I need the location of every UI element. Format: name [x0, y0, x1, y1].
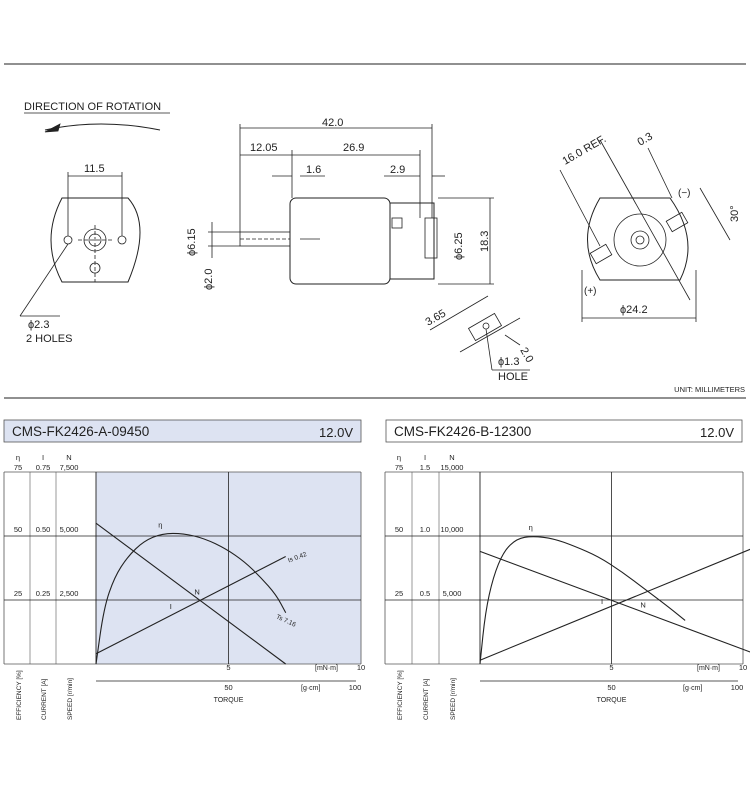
x-axis-label: TORQUE: [214, 697, 244, 704]
dim-shaft-dia-2: ϕ2.0: [203, 269, 215, 290]
x-tick-label: 50: [607, 683, 615, 692]
y-tick-label: 75: [395, 463, 403, 472]
y-tick-label: 5,000: [443, 589, 462, 598]
rotation-arrow-icon: [44, 123, 61, 133]
series-label-current: I: [601, 597, 603, 606]
x-unit-top: [mN·m]: [315, 665, 338, 672]
y-axis-label: EFFICIENCY [%]: [397, 670, 404, 720]
y-tick-label: 0.75: [36, 463, 51, 472]
chart-title: CMS-FK2426-B-12300: [394, 424, 531, 439]
y-tick-label: 25: [14, 589, 22, 598]
unit-label: UNIT: MILLIMETERS: [674, 385, 745, 394]
y-axis-label: CURRENT [A]: [423, 678, 430, 720]
dim-shaft-dia: ϕ6.15: [186, 228, 198, 256]
dim-2-0-terminal: 2.0: [517, 346, 535, 365]
chart-voltage: 12.0V: [319, 425, 353, 440]
dim-1-3: ϕ1.3: [498, 356, 519, 368]
plus-terminal-label: (+): [584, 286, 597, 297]
dim-boss-dia: ϕ6.25: [453, 232, 465, 260]
x-tick-label: 50: [224, 683, 232, 692]
dim-24-2: ϕ24.2: [620, 304, 648, 316]
y-tick-label: 50: [14, 525, 22, 534]
x-unit-bottom: [g·cm]: [683, 685, 703, 692]
dim-3-65: 3.65: [424, 307, 449, 328]
y-tick-label: 25: [395, 589, 403, 598]
series-line-speed: [95, 522, 287, 665]
y-axis-label: SPEED [r/min]: [450, 678, 457, 720]
dim-18-3: 18.3: [479, 231, 491, 252]
dim-16-ref: 16.0 REF.: [561, 133, 609, 168]
holes-label: 2 HOLES: [26, 333, 72, 345]
y-tick-label: 0.25: [36, 589, 51, 598]
y-axis-symbol: N: [449, 453, 454, 462]
y-tick-label: 50: [395, 525, 403, 534]
dim-0-3: 0.3: [636, 131, 655, 149]
y-axis-symbol: I: [424, 453, 426, 462]
x-unit-bottom: [g·cm]: [301, 685, 321, 692]
x-tick-label: 5: [609, 663, 613, 672]
dim-2-9: 2.9: [390, 164, 405, 176]
y-axis-symbol: I: [42, 453, 44, 462]
x-tick-label: 100: [349, 683, 362, 692]
chart-voltage: 12.0V: [700, 425, 734, 440]
y-tick-label: 2,500: [60, 589, 79, 598]
y-tick-label: 0.5: [420, 589, 430, 598]
series-line-current: [479, 548, 750, 661]
dim-11-5: 11.5: [84, 163, 105, 175]
y-tick-label: 10,000: [441, 525, 464, 534]
series-label-speed: N: [194, 588, 199, 597]
y-tick-label: 1.0: [420, 525, 430, 534]
chart-title: CMS-FK2426-A-09450: [12, 424, 149, 439]
y-tick-label: 1.5: [420, 463, 430, 472]
y-tick-label: 75: [14, 463, 22, 472]
y-tick-label: 0.50: [36, 525, 51, 534]
series-label-speed: N: [640, 600, 645, 609]
series-line-speed: [479, 550, 750, 653]
terminal-detail: [429, 295, 530, 371]
dim-12-05: 12.05: [250, 142, 278, 154]
x-tick-label: 10: [357, 663, 365, 672]
x-tick-label: 100: [731, 683, 744, 692]
hole-label: HOLE: [498, 371, 528, 383]
series-label-efficiency: η: [158, 520, 162, 529]
y-axis-symbol: η: [397, 453, 401, 462]
y-axis-symbol: N: [66, 453, 71, 462]
dim-1-6: 1.6: [306, 164, 321, 176]
y-axis-label: SPEED [r/min]: [67, 678, 74, 720]
y-axis-symbol: η: [16, 453, 20, 462]
series-line-efficiency: [95, 532, 287, 665]
rear-view: [559, 139, 731, 322]
direction-label: DIRECTION OF ROTATION: [24, 101, 161, 113]
chart-header: [3, 419, 362, 443]
front-view: [19, 172, 141, 317]
x-unit-top: [mN·m]: [697, 665, 720, 672]
dim-hole-dia: ϕ2.3: [28, 319, 49, 331]
x-tick-label: 5: [226, 663, 230, 672]
y-axis-label: EFFICIENCY [%]: [16, 670, 23, 720]
minus-terminal-label: (−): [678, 188, 691, 199]
series-label-current: I: [170, 602, 172, 611]
series-label-efficiency: η: [529, 523, 533, 532]
motor-drawing: DIRECTION OF ROTATION 11.5 ϕ2.3 2 HOLES: [19, 101, 745, 394]
y-axis-label: CURRENT [A]: [41, 678, 48, 720]
dim-26-9: 26.9: [343, 142, 364, 154]
x-tick-label: 10: [739, 663, 747, 672]
y-tick-label: 5,000: [60, 525, 79, 534]
x-axis-label: TORQUE: [597, 697, 627, 704]
y-tick-label: 7,500: [60, 463, 79, 472]
series-line-efficiency: [479, 536, 686, 665]
side-view: [208, 124, 494, 285]
rotation-arc: [44, 123, 161, 131]
y-tick-label: 15,000: [441, 463, 464, 472]
dim-30-deg: 30°: [729, 205, 741, 222]
dim-42: 42.0: [322, 117, 343, 129]
series-line-current: [95, 556, 286, 655]
chart-header: [385, 419, 743, 443]
